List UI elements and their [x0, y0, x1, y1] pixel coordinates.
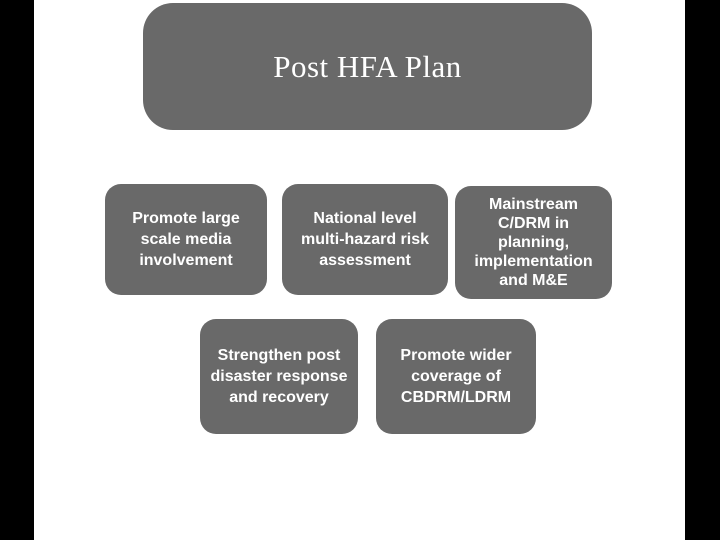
slide-title-text: Post HFA Plan: [273, 48, 462, 84]
plan-box-national-risk-assessment: National level multi-hazard risk assessm…: [282, 184, 448, 295]
plan-box-cbdrm-coverage: Promote wider coverage of CBDRM/LDRM: [376, 319, 536, 434]
plan-box-mainstream-cdrm: Mainstream C/DRM in planning, implementa…: [455, 186, 612, 299]
plan-box-label: Promote wider coverage of CBDRM/LDRM: [400, 347, 512, 406]
letterbox-right-bar: [685, 0, 720, 540]
plan-box-label: National level multi-hazard risk assessm…: [300, 210, 430, 269]
plan-box-label: Promote large scale media involvement: [132, 210, 240, 269]
slide-title-box: Post HFA Plan: [143, 3, 592, 130]
letterbox-left-bar: [0, 0, 34, 540]
plan-box-post-disaster-response: Strengthen post disaster response and re…: [200, 319, 358, 434]
plan-box-label: Strengthen post disaster response and re…: [210, 347, 348, 406]
plan-box-label: Mainstream C/DRM in planning, implementa…: [474, 196, 593, 289]
plan-box-promote-media: Promote large scale media involvement: [105, 184, 267, 295]
